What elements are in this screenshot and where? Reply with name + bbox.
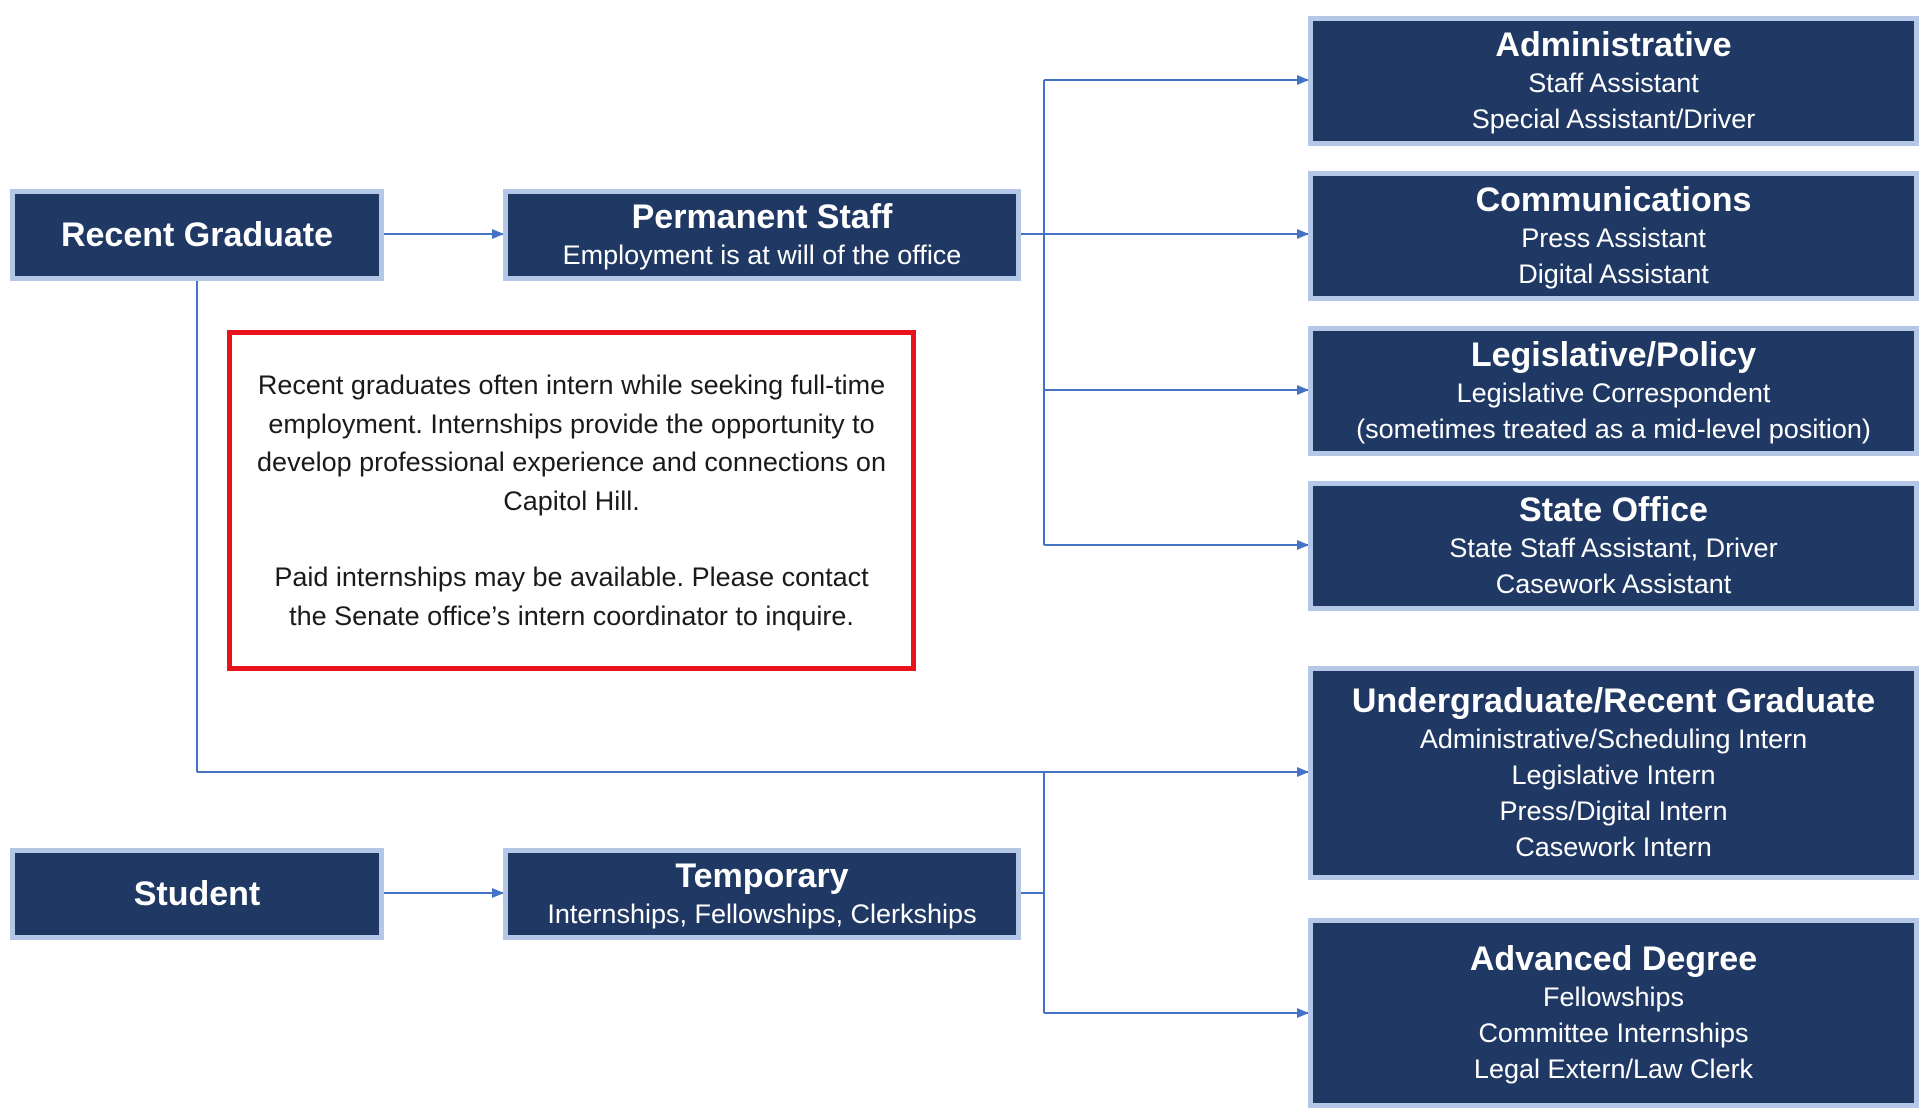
administrative-line-2: Special Assistant/Driver bbox=[1471, 104, 1756, 134]
internship-note-box: Recent graduates often intern while seek… bbox=[227, 330, 916, 671]
advanced-degree-title: Advanced Degree bbox=[1469, 940, 1758, 978]
state-office-line-1: State Staff Assistant, Driver bbox=[1449, 533, 1778, 563]
permanent-staff-title: Permanent Staff bbox=[631, 198, 893, 236]
undergraduate-line-1: Administrative/Scheduling Intern bbox=[1419, 724, 1808, 754]
note-paragraph-1: Recent graduates often intern while seek… bbox=[257, 370, 886, 516]
note-paragraph-2: Paid internships may be available. Pleas… bbox=[274, 562, 869, 631]
legislative-policy-line-1: Legislative Correspondent bbox=[1456, 378, 1771, 408]
advanced-degree-box: Advanced Degree Fellowships Committee In… bbox=[1308, 918, 1919, 1108]
recent-graduate-label: Recent Graduate bbox=[60, 216, 334, 254]
temporary-title: Temporary bbox=[675, 857, 849, 895]
administrative-line-1: Staff Assistant bbox=[1528, 68, 1699, 98]
state-office-title: State Office bbox=[1519, 491, 1708, 529]
undergraduate-recent-graduate-box: Undergraduate/Recent Graduate Administra… bbox=[1308, 666, 1919, 880]
undergraduate-line-2: Legislative Intern bbox=[1511, 760, 1716, 790]
undergraduate-title: Undergraduate/Recent Graduate bbox=[1351, 682, 1876, 720]
communications-line-2: Digital Assistant bbox=[1518, 259, 1709, 289]
administrative-title: Administrative bbox=[1495, 26, 1732, 64]
legislative-policy-line-2: (sometimes treated as a mid-level positi… bbox=[1356, 414, 1871, 444]
advanced-degree-line-1: Fellowships bbox=[1542, 982, 1685, 1012]
communications-box: Communications Press Assistant Digital A… bbox=[1308, 171, 1919, 301]
state-office-line-2: Casework Assistant bbox=[1495, 569, 1732, 599]
communications-title: Communications bbox=[1475, 181, 1752, 219]
undergraduate-line-4: Casework Intern bbox=[1515, 832, 1712, 862]
student-label: Student bbox=[133, 875, 261, 913]
temporary-box: Temporary Internships, Fellowships, Cler… bbox=[503, 848, 1021, 940]
communications-line-1: Press Assistant bbox=[1521, 223, 1706, 253]
temporary-subtitle: Internships, Fellowships, Clerkships bbox=[547, 899, 977, 929]
recent-graduate-box: Recent Graduate bbox=[10, 189, 384, 281]
permanent-staff-box: Permanent Staff Employment is at will of… bbox=[503, 189, 1021, 281]
administrative-box: Administrative Staff Assistant Special A… bbox=[1308, 16, 1919, 146]
undergraduate-line-3: Press/Digital Intern bbox=[1499, 796, 1728, 826]
legislative-policy-box: Legislative/Policy Legislative Correspon… bbox=[1308, 326, 1919, 456]
permanent-staff-subtitle: Employment is at will of the office bbox=[562, 240, 962, 270]
state-office-box: State Office State Staff Assistant, Driv… bbox=[1308, 481, 1919, 611]
advanced-degree-line-2: Committee Internships bbox=[1478, 1018, 1749, 1048]
student-box: Student bbox=[10, 848, 384, 940]
legislative-policy-title: Legislative/Policy bbox=[1470, 336, 1757, 374]
advanced-degree-line-3: Legal Extern/Law Clerk bbox=[1473, 1054, 1754, 1084]
